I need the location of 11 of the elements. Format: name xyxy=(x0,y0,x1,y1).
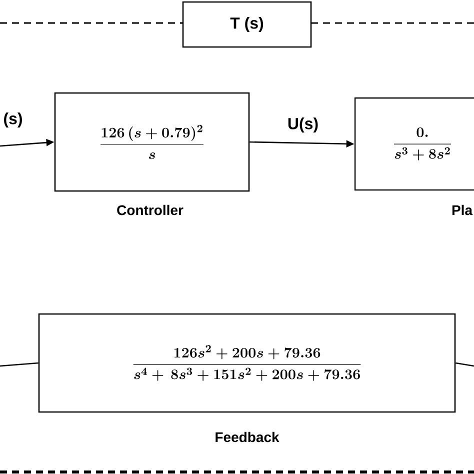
signal-line xyxy=(0,362,38,367)
signal-line xyxy=(456,362,474,367)
transfer-function-box: $\dfrac{126s^{2}+200s+79.36}{s^{4}+\,8s^{3}+151s^{2}+200s+79.36}$ xyxy=(38,313,456,413)
block-caption: Pla xyxy=(452,204,473,216)
block-caption: Controller xyxy=(117,204,184,216)
signal-label: (s) xyxy=(2,112,24,128)
transfer-function-box: $\dfrac{126\,(s+0.79)^{2}}{s}$ xyxy=(54,92,250,192)
block-caption: Feedback xyxy=(216,432,280,442)
signal-label: U(s) xyxy=(286,116,320,134)
transfer-function-box: $\dfrac{0.}{s^{3}+8s^{2}}$ xyxy=(354,97,474,191)
title-box: T (s) xyxy=(182,1,312,48)
